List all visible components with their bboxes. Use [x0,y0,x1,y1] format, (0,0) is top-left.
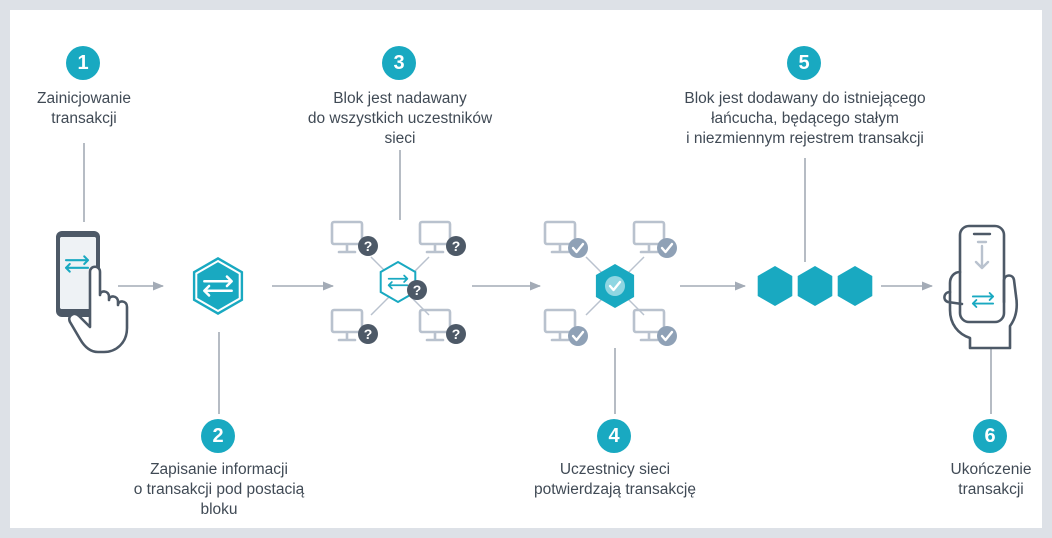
step-4-badge: 4 [597,419,631,453]
exchange-arrows-icon [64,255,90,273]
check-icon [568,326,588,346]
question-icon: ? [358,236,378,256]
step-6-badge: 6 [973,419,1007,453]
svg-text:?: ? [413,282,422,298]
network-verify-icon [585,256,645,316]
question-icon: ? [446,324,466,344]
hexagon-exchange-icon [192,257,244,315]
svg-text:?: ? [452,238,461,254]
step-5-badge: 5 [787,46,821,80]
step-3-badge: 3 [382,46,416,80]
monitor-icon [632,308,666,342]
phone-hand-icon [943,224,1019,350]
hexagon-outline-icon [379,260,417,304]
phone-tap-icon [56,231,129,354]
check-icon [608,280,622,292]
monitor-icon [543,308,577,342]
exchange-arrows-icon [387,274,409,290]
svg-text:?: ? [452,326,461,342]
question-icon: ? [446,236,466,256]
blockchain-process-diagram: ????? [56,143,1019,414]
svg-text:?: ? [364,238,373,254]
step-2-badge: 2 [201,419,235,453]
exchange-arrows-icon [203,275,233,297]
monitor-icon [330,308,364,342]
check-icon [657,238,677,258]
monitor-icon [330,220,364,254]
exchange-arrows-icon [971,292,995,308]
question-icon: ? [407,280,427,300]
block-hexagon [837,266,873,306]
monitor-icon [418,220,452,254]
blockchain-icon [757,266,873,306]
monitor-icon [632,220,666,254]
step-1-badge: 1 [66,46,100,80]
monitor-icon [418,308,452,342]
block-hexagon [797,266,833,306]
block-hexagon [757,266,793,306]
monitor-icon [543,220,577,254]
svg-text:?: ? [364,326,373,342]
check-icon [657,326,677,346]
question-icon: ? [358,324,378,344]
check-icon [568,238,588,258]
